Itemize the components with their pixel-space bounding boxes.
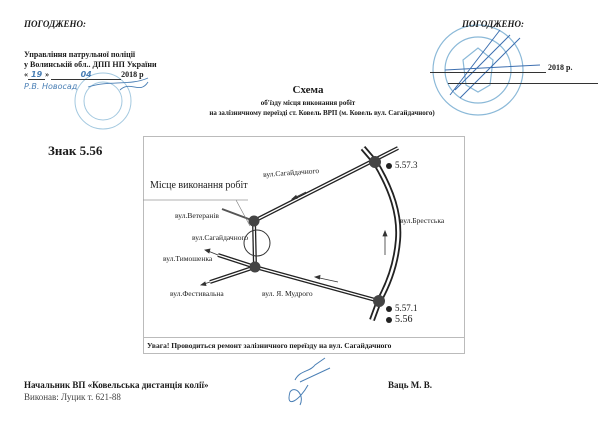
sign-5-57-3: 5.57.3 [395,160,418,170]
street-veteraniv: вул.Ветеранів [175,211,219,220]
left-stamp [74,72,132,130]
footer-signature [288,357,331,406]
date-day: 19 [28,70,46,80]
street-tymoshenka: вул.Тимошенка [163,254,213,263]
approval-left-org-line1: Управління патрульної поліції [24,50,136,59]
scheme-subtitle-1: об'їзду місця виконання робіт [260,99,356,107]
approval-right-date-year: 2018 р. [548,63,573,72]
work-site-label: Місце виконання робіт [150,180,248,191]
scheme-subtitle-2: на залізничному переїзді ст. Ковель ВРП … [209,109,435,117]
node-sahaidachnoho-veteraniv [248,215,260,227]
work-site-pointer [235,199,251,227]
street-sahaidachnoho-left: вул.Сагайдачного [192,233,249,242]
right-sign-line [448,83,598,84]
footer-position: Начальник ВП «Ковельська дистанція колії… [24,380,209,390]
date-year: 2018 р [121,70,144,79]
work-site-circle [243,229,271,257]
scheme-title: Схема [292,84,324,96]
scheme-notice: Увага! Проводиться ремонт залізничного п… [147,341,392,350]
approval-left-heading: ПОГОДЖЕНО: [24,19,87,29]
street-brestska: вул.Брестська [400,216,445,225]
street-ya-mudroho: вул. Я. Мудрого [262,289,313,298]
node-crossing-south [373,295,385,307]
footer-executor: Виконав: Луцик т. 621-88 [24,392,121,402]
node-tymoshenka [249,261,261,273]
road-veteraniv [221,208,255,222]
sign-markers [386,163,392,323]
railway [360,146,402,322]
approval-right-heading: ПОГОДЖЕНО: [462,19,525,29]
sign-5-57-1: 5.57.1 [395,303,418,313]
footer-name: Ваць М. В. [388,380,432,390]
street-festyvalna: вул.Фестивальна [170,289,224,298]
approval-left-org-line2: у Волинській обл.. ДПП НП України [24,60,157,69]
date-month: 04 [51,70,122,80]
node-crossing-north [369,156,381,168]
left-signature-text: Р.В. Новосад [24,82,78,91]
right-signature [444,29,541,99]
sign-5-56: 5.56 [395,314,413,325]
scheme-box [143,136,465,354]
scheme-notice-divider [143,337,465,338]
detour-arrows [199,191,388,286]
left-signature [87,77,149,91]
intersection-nodes [248,156,385,307]
right-date-line [430,72,546,73]
sign-label: Знак 5.56 [48,143,103,158]
